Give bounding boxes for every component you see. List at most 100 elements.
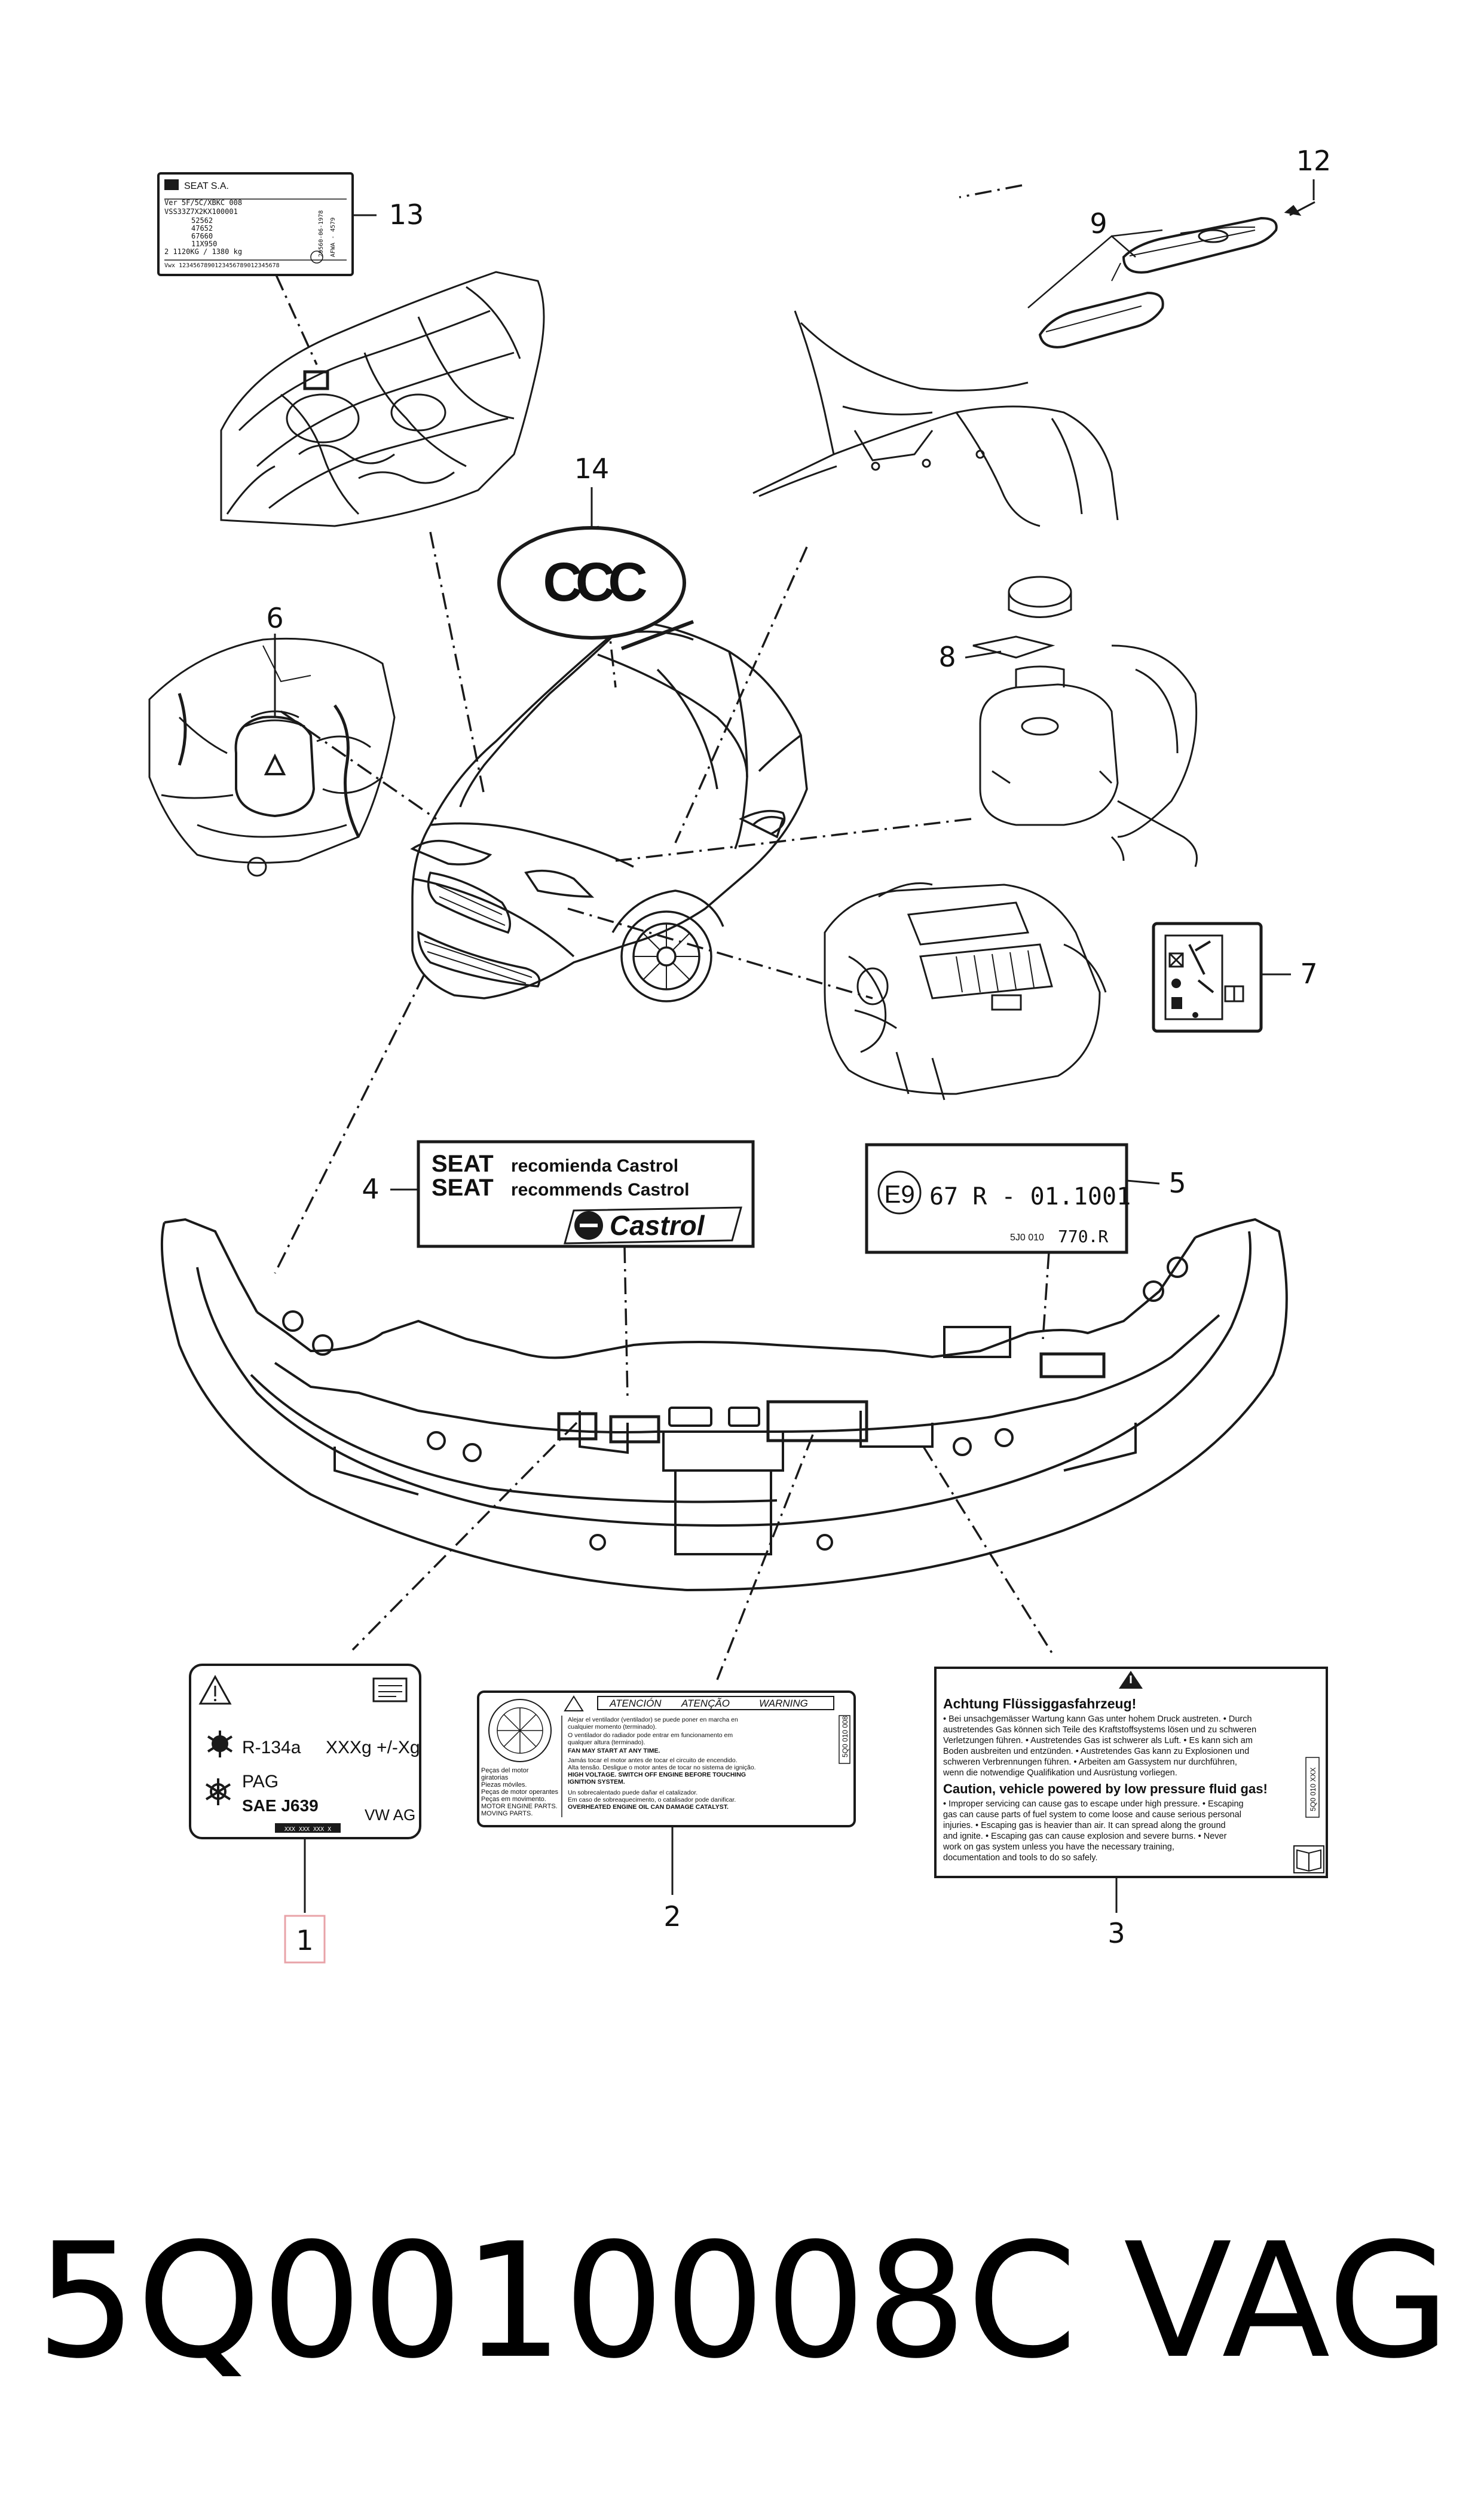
label4-line-2: recommends Castrol bbox=[511, 1180, 689, 1200]
label-2-fan-warning: ATENCIÓN ATENÇÃO WARNING Peças del motor… bbox=[477, 1690, 856, 1827]
label4-brand-2: SEAT bbox=[432, 1175, 494, 1201]
label3-title-en: Caution, vehicle powered by low pressure… bbox=[943, 1781, 1268, 1796]
label13-line-1: Ver 5F/5C/XBKC 008 bbox=[164, 198, 242, 207]
front-bumper bbox=[160, 1218, 1288, 1592]
label5-approval: 67 R - 01.1001 bbox=[929, 1183, 1131, 1210]
label2-body-10: Un sobrecalentado puede dañar el cataliz… bbox=[568, 1789, 697, 1796]
label2-body-12: OVERHEATED ENGINE OIL CAN DAMAGE CATALYS… bbox=[568, 1803, 729, 1811]
label13-maker: SEAT S.A. bbox=[184, 181, 229, 191]
label-5-e9-approval: E9 67 R - 01.1001 5J0 010 770.R bbox=[865, 1143, 1131, 1254]
callout-numbers: 1 2 3 4 5 6 7 8 9 12 13 14 bbox=[266, 145, 1332, 1964]
front-body-top-right bbox=[752, 201, 1315, 527]
label1-barcode-text: XXX XXX XXX X bbox=[284, 1826, 331, 1833]
callout-13: 13 bbox=[389, 198, 424, 231]
label2-body-8: HIGH VOLTAGE. SWITCH OFF ENGINE BEFORE T… bbox=[568, 1771, 746, 1778]
label3-de-5: schweren Verbrennungen führen. • Arbeite… bbox=[943, 1757, 1237, 1767]
brand-name: VAG bbox=[1124, 2209, 1451, 2393]
label5-part-suffix: 770.R bbox=[1058, 1227, 1108, 1246]
label3-side-code: 5Q0 010 XXX bbox=[1309, 1768, 1317, 1811]
label2-body-1: Alejar el ventilador (ventilador) se pue… bbox=[568, 1716, 738, 1723]
callout-leaders bbox=[274, 179, 1315, 1913]
label3-de-2: austretendes Gas können sich Teile des K… bbox=[943, 1725, 1256, 1735]
label2-left-5: Peças em movimento. bbox=[481, 1796, 546, 1803]
ccc-mark: CCC bbox=[497, 526, 686, 640]
label2-body-2: cualquier momento (terminado). bbox=[568, 1723, 657, 1731]
label-4-castrol: SEAT recomienda Castrol SEAT recommends … bbox=[417, 1140, 755, 1248]
engine-bay-reservoir bbox=[148, 634, 396, 877]
label13-line-6: 11X950 bbox=[191, 240, 217, 248]
callout-14: 14 bbox=[574, 453, 610, 485]
label3-en-6: documentation and tools to do so safely. bbox=[943, 1853, 1097, 1863]
callout-7: 7 bbox=[1300, 958, 1317, 990]
label2-left-4: Peças de motor operantes bbox=[481, 1789, 559, 1796]
label3-de-4: Boden ausbreiten und entzünden. • Austre… bbox=[943, 1747, 1249, 1756]
label13-line-4: 47652 bbox=[191, 224, 213, 233]
callout-6: 6 bbox=[266, 602, 283, 634]
callout-1: 1 bbox=[296, 1924, 313, 1956]
label2-body-7: Alta tensão. Desligue o motor antes de t… bbox=[568, 1764, 756, 1771]
label13-line-2: VSS33Z7X2KX100001 bbox=[164, 207, 238, 216]
label2-body-3: O ventilador do radiador pode entrar em … bbox=[568, 1732, 733, 1739]
label3-en-5: work on gas system unless you have the n… bbox=[943, 1842, 1174, 1852]
label1-amount: XXXg +/-Xg bbox=[326, 1738, 420, 1757]
part-number: 5Q0010008C bbox=[36, 2209, 1078, 2393]
castrol-logo-text: Castrol bbox=[610, 1210, 705, 1241]
label5-mark: E9 bbox=[884, 1180, 914, 1208]
ccc-text: CCC bbox=[543, 552, 646, 613]
label2-left-6: MOTOR ENGINE PARTS. bbox=[481, 1803, 558, 1810]
label2-left-2: giratorias bbox=[481, 1774, 509, 1781]
label3-en-1: • Improper servicing can cause gas to es… bbox=[943, 1799, 1244, 1809]
label13-line-7: 2 1120KG / 1380 kg bbox=[164, 247, 242, 256]
label3-en-2: gas can cause parts of fuel system to co… bbox=[943, 1810, 1241, 1820]
callout-2: 2 bbox=[663, 1900, 681, 1933]
car-body bbox=[410, 620, 808, 1002]
callout-4: 4 bbox=[362, 1173, 379, 1205]
label4-brand-1: SEAT bbox=[432, 1151, 494, 1177]
label2-heading-1: ATENCIÓN bbox=[609, 1698, 662, 1709]
label2-left-3: Piezas móviles. bbox=[481, 1781, 527, 1789]
callout-3: 3 bbox=[1107, 1917, 1125, 1949]
label1-refrigerant: R-134a bbox=[242, 1738, 301, 1757]
label3-de-6: wenn die notwendige Qualifikation und Au… bbox=[943, 1768, 1177, 1778]
label2-body-5: FAN MAY START AT ANY TIME. bbox=[568, 1747, 660, 1754]
label1-maker: VW AG bbox=[365, 1806, 415, 1824]
label3-en-3: injuries. • Escaping gas is heavier than… bbox=[943, 1821, 1226, 1830]
coolant-reservoir bbox=[972, 576, 1198, 867]
label2-body-9: IGNITION SYSTEM. bbox=[568, 1778, 625, 1786]
callout-8: 8 bbox=[938, 641, 956, 673]
engine-bay-top-left bbox=[220, 271, 545, 527]
label3-de-3: Verletzungen führen. • Austretendes Gas … bbox=[943, 1736, 1253, 1745]
label13-line-8: Vwx 1234567890123456789012345678 bbox=[164, 262, 280, 269]
label-13-vehicle-data-plate: SEAT S.A. Ver 5F/5C/XBKC 008 VSS33Z7X2KX… bbox=[157, 172, 354, 276]
label2-body-6: Jamás tocar el motor antes de tocar el c… bbox=[568, 1757, 738, 1764]
label2-body-4: qualquer altura (terminado). bbox=[568, 1739, 645, 1746]
label-3-lpg-warning: Achtung Flüssiggasfahrzeug! • Bei unsach… bbox=[934, 1667, 1328, 1878]
label2-left-7: MOVING PARTS. bbox=[481, 1810, 533, 1817]
label2-heading-3: WARNING bbox=[759, 1698, 808, 1709]
label3-de-1: • Bei unsachgemässer Wartung kann Gas un… bbox=[943, 1714, 1252, 1724]
label3-title-de: Achtung Flüssiggasfahrzeug! bbox=[943, 1696, 1136, 1711]
label13-line-5: 67660 bbox=[191, 232, 213, 240]
label13-line-3: 52562 bbox=[191, 216, 213, 225]
label1-standard: SAE J639 bbox=[242, 1796, 319, 1815]
label2-heading-2: ATENÇÃO bbox=[681, 1698, 730, 1709]
callout-1-highlight bbox=[284, 1915, 326, 1964]
label-7-service-symbol bbox=[1152, 922, 1263, 1033]
label5-part-prefix: 5J0 010 bbox=[1010, 1233, 1044, 1243]
label4-line-1: recomienda Castrol bbox=[511, 1156, 678, 1176]
label13-side-1: 29560-06-1978 bbox=[318, 210, 325, 257]
engine-block bbox=[824, 882, 1107, 1100]
label13-side-2: AFWA - 4579 bbox=[330, 218, 336, 257]
label-1-refrigerant: R-134a XXXg +/-Xg PAG SAE J639 VW AG XXX… bbox=[189, 1664, 421, 1839]
label3-en-4: and ignite. • Escaping gas can cause exp… bbox=[943, 1832, 1227, 1841]
label2-side-code: 5Q0 010 008 bbox=[841, 1716, 849, 1757]
callout-12: 12 bbox=[1296, 145, 1332, 177]
castrol-logo: Castrol bbox=[564, 1206, 742, 1245]
callout-5: 5 bbox=[1168, 1167, 1186, 1199]
book-icon bbox=[1293, 1845, 1324, 1873]
label2-left-1: Peças del motor bbox=[481, 1767, 529, 1774]
label1-oil: PAG bbox=[242, 1772, 279, 1792]
label2-body-11: Em caso de sobreaquecimento, o catalisad… bbox=[568, 1796, 736, 1803]
callout-9: 9 bbox=[1090, 207, 1107, 240]
